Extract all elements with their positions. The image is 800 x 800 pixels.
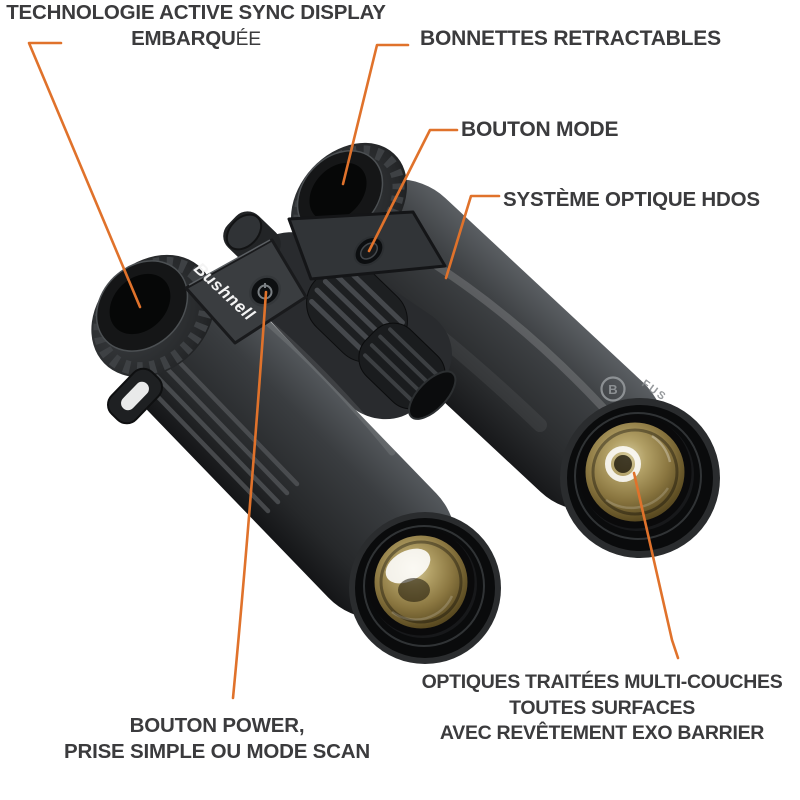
label-bouton-power-line2: PRISE SIMPLE OU MODE SCAN [64, 739, 370, 763]
callout-line-mode [367, 128, 459, 253]
label-optiques-line2: TOUTES SURFACES [509, 696, 695, 719]
label-active-sync-display: TECHNOLOGIE ACTIVE SYNC DISPLAY EMBARQUÉ… [0, 0, 392, 53]
label-optiques-line1: OPTIQUES TRAITÉES MULTI-COUCHES [421, 671, 783, 693]
label-systeme-optique-hdos: SYSTÈME OPTIQUE HDOS [503, 188, 760, 211]
label-active-sync-line1: TECHNOLOGIE ACTIVE SYNC DISPLAY [6, 1, 386, 24]
diopter-ring [358, 322, 457, 420]
grip-ridges [126, 337, 300, 514]
callout-line-hdos [444, 194, 501, 280]
callout-line-power [231, 290, 268, 700]
right-objective-lens [560, 398, 720, 558]
label-bouton-power: BOUTON POWER, PRISE SIMPLE OU MODE SCAN [26, 713, 408, 764]
power-button [249, 275, 281, 307]
label-optiques-line3: AVEC REVÊTEMENT EXO BARRIER [439, 722, 765, 744]
side-logo-letter: B [608, 382, 617, 397]
label-bonnettes-retractables: BONNETTES RETRACTABLES [420, 27, 721, 50]
callout-line-active-sync [27, 41, 142, 309]
callout-line-bonnettes [341, 43, 410, 186]
callout-lines [27, 41, 680, 700]
label-optiques-traitees: OPTIQUES TRAITÉES MULTI-COUCHES TOUTES S… [404, 670, 800, 747]
brand-plate: Bushnell [184, 238, 308, 345]
callout-line-optiques [632, 471, 680, 660]
left-objective-lens [349, 512, 501, 664]
label-active-sync-line2: EMBARQUÉE [131, 27, 261, 50]
label-bouton-mode: BOUTON MODE [461, 118, 619, 141]
label-bouton-power-line1: BOUTON POWER, [129, 714, 305, 737]
strap-lug [107, 367, 163, 425]
